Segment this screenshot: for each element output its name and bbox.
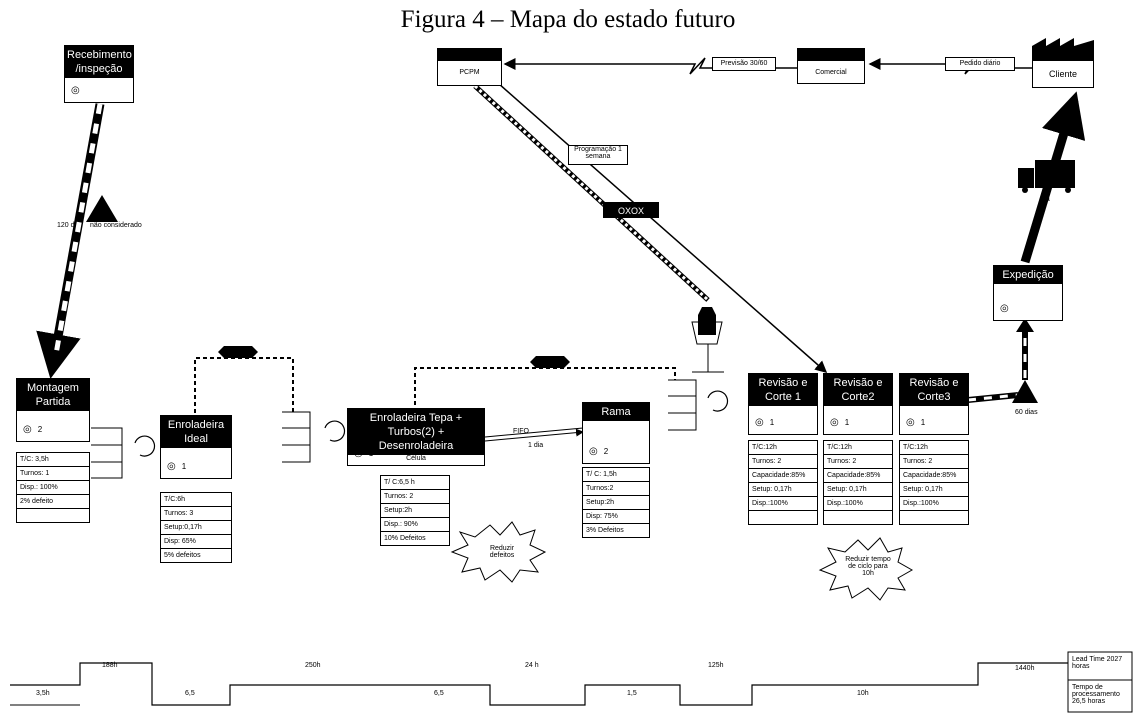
process-cliente: Cliente xyxy=(1032,60,1094,88)
process-pcpm: PCPM xyxy=(437,48,502,86)
kaizen-burst-1 xyxy=(450,521,547,583)
factory-icon xyxy=(1032,38,1094,60)
kanban-loop-1 xyxy=(194,357,294,420)
process-enroladeira-tepa: Enroladeira Tepa + Turbos(2) + Desenrola… xyxy=(347,408,485,466)
process-revisao-2: Revisão e Corte2 ◎1 xyxy=(823,373,893,435)
kaizen-burst-2 xyxy=(818,537,914,601)
process-enroladeira-ideal: Enroladeira Ideal ◎1 xyxy=(160,415,232,479)
truck-icon xyxy=(1035,160,1075,188)
kaizen-text-1: Reduzir defeitos xyxy=(489,545,515,559)
figure-title: Figura 4 – Mapa do estado futuro xyxy=(400,6,736,33)
process-expedicao: Expedição ◎ xyxy=(993,265,1063,321)
kaizen-text-2: Reduzir tempo de ciclo para 10h xyxy=(845,556,891,577)
processing-time: Tempo de processamento 26,5 horas xyxy=(1072,684,1120,705)
process-revisao-3: Revisão e Corte3 ◎1 xyxy=(899,373,969,435)
lead-time: Lead Time 2027 horas xyxy=(1072,656,1123,670)
process-rama: Rama ◎2 xyxy=(582,402,650,464)
process-montagem: Montagem Partida ◎2 xyxy=(16,378,90,442)
label-forecast: Previsão 30/60 xyxy=(712,57,776,71)
label-schedule: Programação 1 semana xyxy=(568,145,628,165)
oxox-box: OXOX xyxy=(603,202,659,218)
process-revisao-1: Revisão e Corte 1 ◎1 xyxy=(748,373,818,435)
process-receiving: Recebimento /inspeção ◎ xyxy=(64,45,134,103)
process-comercial: Comercial xyxy=(797,48,865,84)
label-daily-order: Pedido diário xyxy=(945,57,1015,71)
schedule-arrow xyxy=(489,75,828,373)
timeline-line xyxy=(10,662,1068,706)
kanban-loop-2 xyxy=(414,367,676,405)
inventory-triangle xyxy=(86,195,118,222)
operator-icon: ◎ xyxy=(71,85,80,96)
